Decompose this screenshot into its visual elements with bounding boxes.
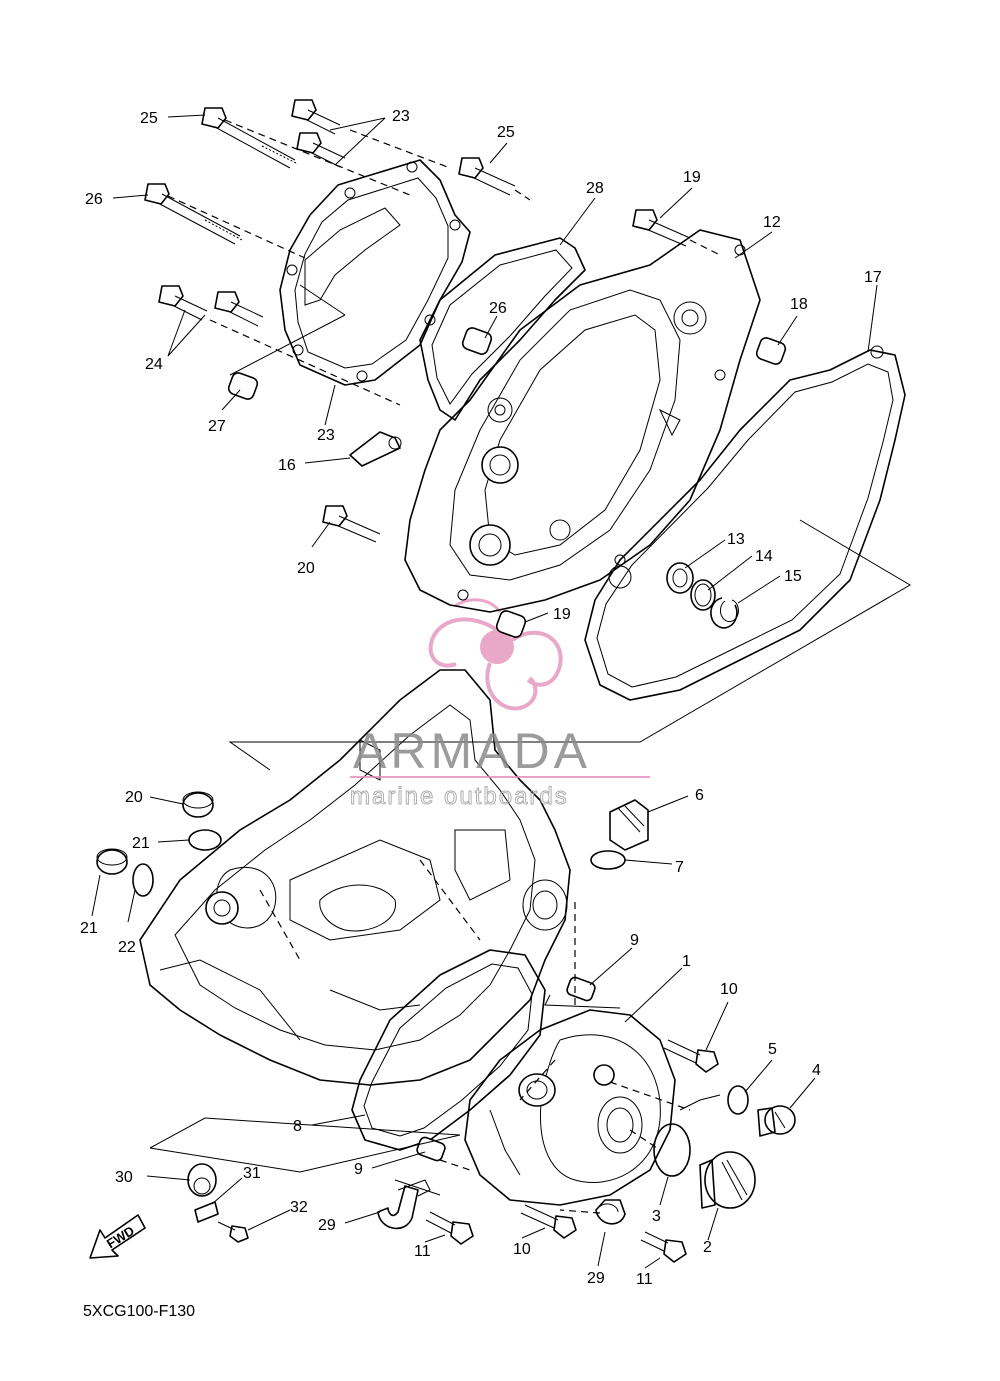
callout-22: 23 xyxy=(317,427,335,444)
callout-4: 4 xyxy=(812,1062,821,1079)
callout-30: 30 xyxy=(115,1169,133,1186)
callout-labels: 25 26 23 24 25 28 19 12 18 17 26 27 23 1… xyxy=(80,108,882,1288)
callout-21-lower: 22 xyxy=(118,939,136,956)
collar-20-lower xyxy=(96,848,128,875)
callout-20-lower: 21 xyxy=(80,920,98,937)
callout-13: 13 xyxy=(727,531,745,548)
callout-19-lower: 20 xyxy=(297,560,315,577)
callout-15: 15 xyxy=(784,568,802,585)
callout-3: 3 xyxy=(652,1208,661,1225)
dowel-pin-9-upper xyxy=(566,976,596,1002)
fwd-label: FWD xyxy=(104,1223,137,1251)
crankcase-cover-1 xyxy=(464,1009,676,1206)
plug-2 xyxy=(699,1151,756,1209)
callout-21-upper: 21 xyxy=(132,835,150,852)
callout-17: 17 xyxy=(864,269,882,286)
callout-20-upper: 20 xyxy=(125,789,143,806)
seal-30 xyxy=(187,1163,217,1197)
dowel-pin-9-lower xyxy=(416,1136,446,1162)
callout-31: 31 xyxy=(243,1165,261,1182)
bolt-19-upper xyxy=(632,209,691,247)
callout-11-right: 11 xyxy=(636,1271,653,1288)
callout-12: 12 xyxy=(763,214,781,231)
callout-28: 29 xyxy=(318,1217,336,1234)
callout-11-left: 11 xyxy=(414,1243,431,1260)
clutch-cover-22 xyxy=(279,159,471,386)
callout-18-lower: 19 xyxy=(553,606,571,623)
bolt-23-c xyxy=(158,285,208,321)
o-ring-7 xyxy=(590,850,626,870)
bolt-25-lower xyxy=(144,183,243,245)
screw-32 xyxy=(217,1221,249,1243)
clutch-cover-gasket-27 xyxy=(419,237,586,421)
bolt-19-lower xyxy=(322,505,381,543)
o-ring-21-upper xyxy=(188,829,222,851)
callout-27: 28 xyxy=(586,180,604,197)
crankcase-assembly xyxy=(139,669,571,1086)
callout-26-lower: 27 xyxy=(208,418,226,435)
callout-6: 6 xyxy=(695,787,704,804)
crankcase-cover-gasket-17 xyxy=(584,345,906,701)
callout-19-upper: 19 xyxy=(683,169,701,186)
bracket-31 xyxy=(194,1201,219,1223)
bolt-10-lower xyxy=(520,1204,577,1239)
callout-14: 14 xyxy=(755,548,773,565)
diagram-code: 5XCG100-F130 xyxy=(83,1303,195,1320)
callout-23-upper: 23 xyxy=(392,108,410,125)
circlip-15 xyxy=(710,597,739,629)
bolt-25-upper xyxy=(201,107,299,169)
o-ring-5 xyxy=(727,1085,749,1115)
collar-20-upper xyxy=(182,791,214,818)
callout-18-upper: 18 xyxy=(790,296,808,313)
callout-1: 1 xyxy=(682,953,691,970)
crankcase-cover-gasket-8 xyxy=(351,949,546,1151)
washer-14 xyxy=(690,579,716,611)
pin-16 xyxy=(349,431,402,467)
callout-26-upper: 26 xyxy=(489,300,507,317)
callout-7: 7 xyxy=(675,859,684,876)
callout-10-upper: 10 xyxy=(720,981,738,998)
callout-23-lower: 24 xyxy=(145,356,163,373)
dowel-pin-18-lower xyxy=(495,610,527,638)
armada-logo-mark xyxy=(428,598,563,711)
clamp-28 xyxy=(377,1179,431,1230)
callout-2: 2 xyxy=(703,1239,712,1256)
callout-9-lower: 9 xyxy=(354,1161,363,1178)
bolt-23-d xyxy=(214,291,264,327)
bolt-11-right xyxy=(640,1231,687,1263)
oil-seal-13 xyxy=(666,562,694,594)
dowel-pin-26-upper xyxy=(461,327,493,355)
callout-25-lower: 26 xyxy=(85,191,103,208)
bolt-24 xyxy=(458,157,516,196)
callout-5: 5 xyxy=(768,1041,777,1058)
callout-29: 29 xyxy=(587,1270,605,1287)
clamp-29 xyxy=(595,1199,626,1225)
callout-leaders xyxy=(91,114,878,1269)
bolt-11-left xyxy=(425,1211,474,1245)
watermark-subtitle: marine outboards xyxy=(350,783,569,810)
callout-8: 8 xyxy=(293,1118,302,1135)
bolt-23-a xyxy=(291,99,341,135)
callout-32: 32 xyxy=(290,1199,308,1216)
plug-6 xyxy=(609,799,649,851)
watermark-title: ARMADA xyxy=(353,723,591,779)
fwd-arrow-icon: FWD xyxy=(89,1214,146,1259)
plug-4 xyxy=(757,1105,796,1137)
callout-9-upper: 9 xyxy=(630,932,639,949)
o-ring-3 xyxy=(653,1123,691,1177)
dowel-pin-26-lower xyxy=(227,372,259,400)
dowel-pin-18-upper xyxy=(755,337,787,365)
o-ring-21-lower xyxy=(132,863,154,897)
callout-16: 16 xyxy=(278,457,296,474)
callout-25-upper: 25 xyxy=(140,110,158,127)
crankcase-cover-12 xyxy=(404,229,761,613)
bolt-10-upper xyxy=(663,1039,719,1073)
callout-24: 25 xyxy=(497,124,515,141)
callout-10-lower: 10 xyxy=(513,1241,531,1258)
